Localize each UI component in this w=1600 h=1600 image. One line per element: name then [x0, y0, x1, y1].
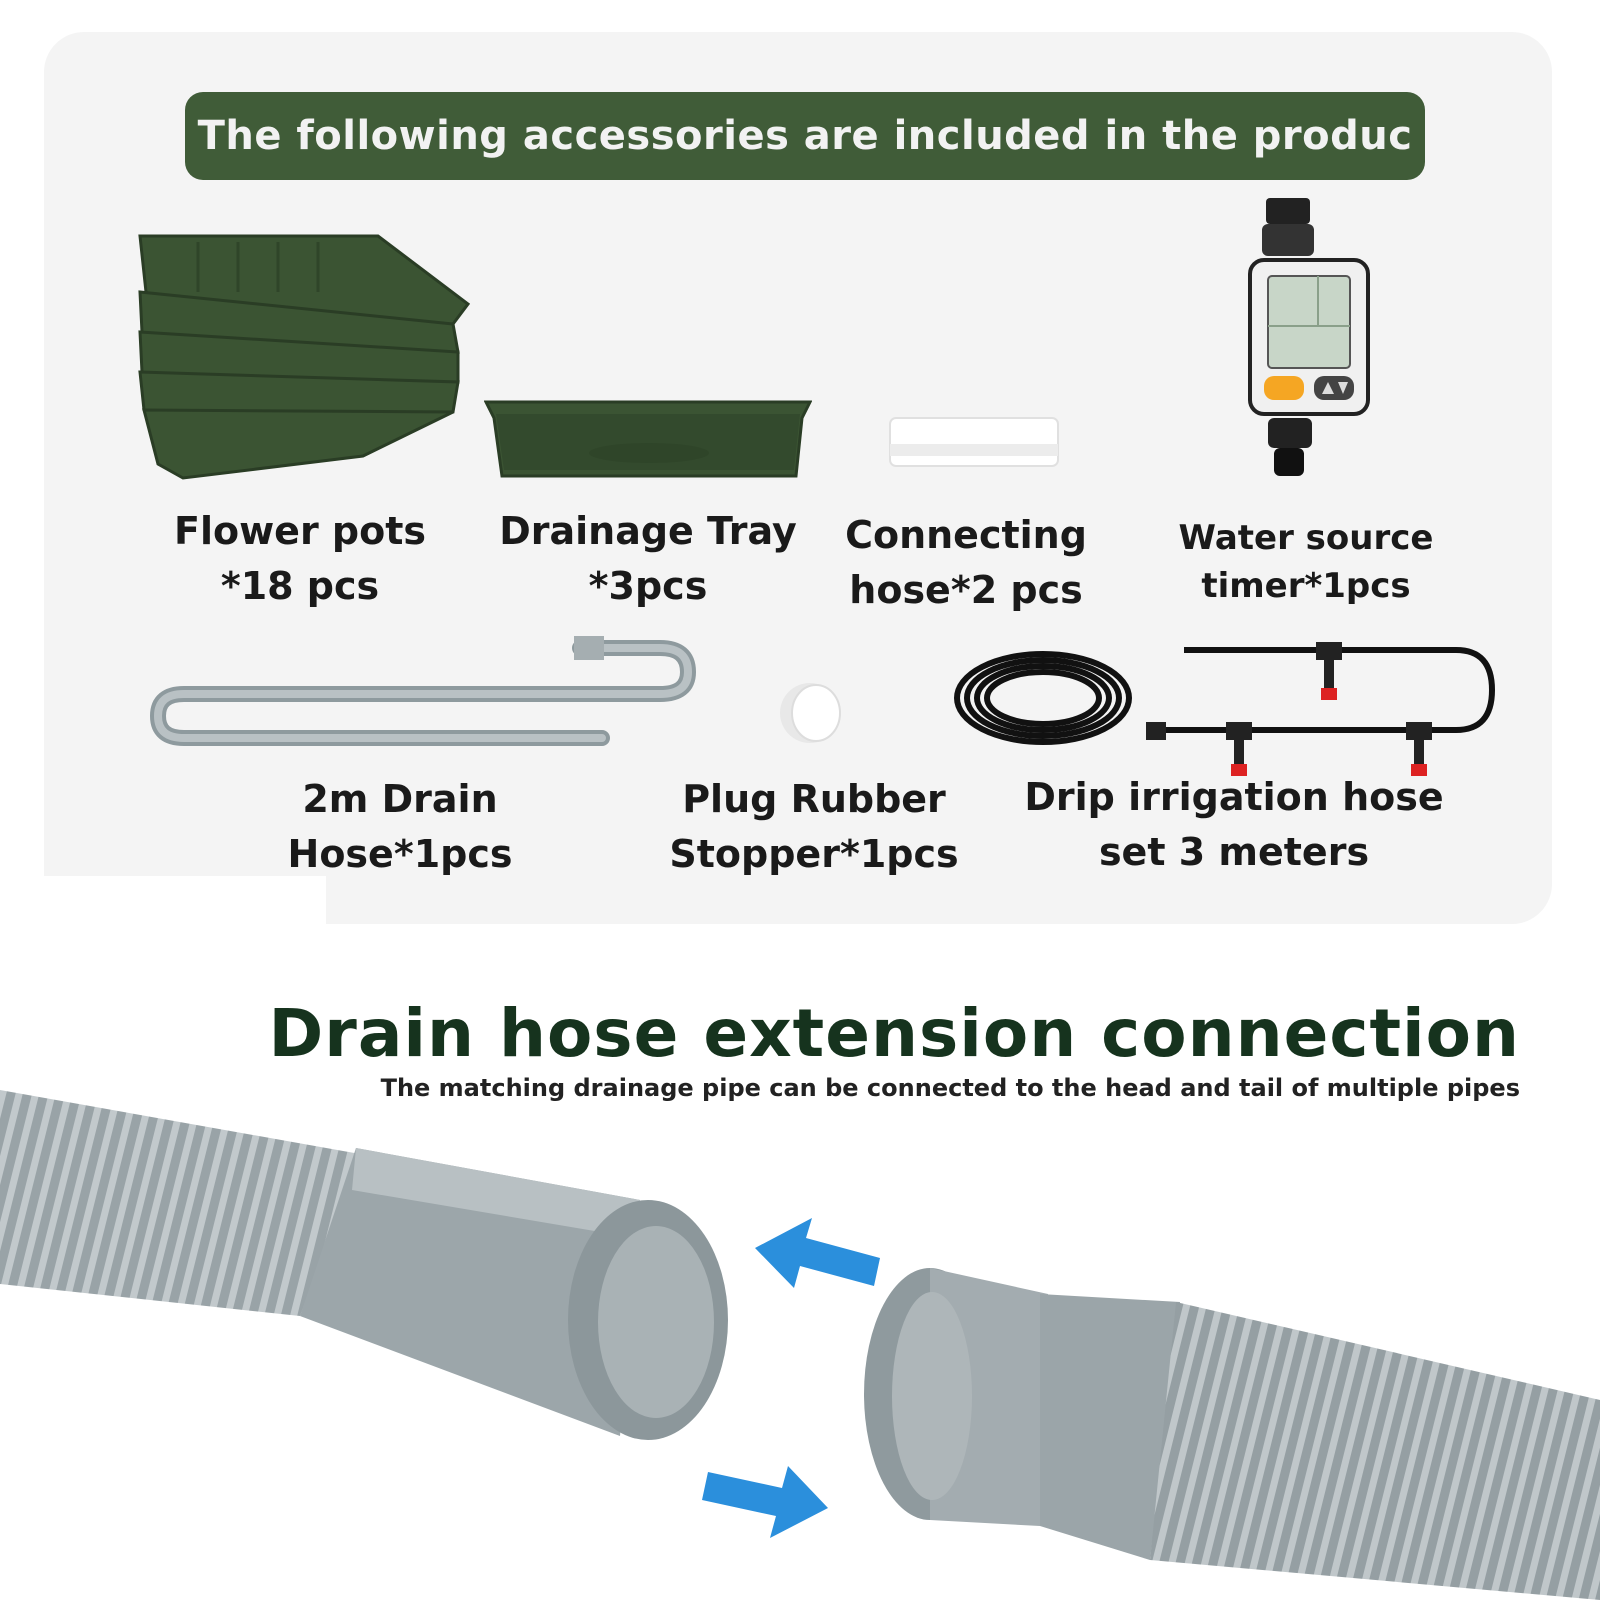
connecting-hose-icon [889, 417, 1059, 467]
item-drip-set-line2: set 3 meters [1098, 830, 1370, 874]
flower-pot-stack-icon [138, 234, 471, 480]
item-connecting-hose-line2: hose*2 pcs [849, 568, 1083, 612]
item-drain-hose-line2: Hose*1pcs [287, 832, 513, 876]
item-connecting-hose: Connecting hose*2 pcs [826, 508, 1106, 618]
item-drainage-tray-line1: Drainage Tray [499, 509, 797, 553]
item-water-timer-line1: Water source [1178, 518, 1434, 558]
pipe-connection-illustration [0, 1090, 1600, 1600]
accessories-banner: The following accessories are included i… [185, 92, 1425, 180]
rubber-plug-icon [780, 683, 841, 743]
item-drip-set-line1: Drip irrigation hose [1024, 775, 1444, 819]
item-connecting-hose-line1: Connecting [845, 513, 1087, 557]
item-water-timer-line2: timer*1pcs [1201, 566, 1411, 606]
item-drainage-tray-line2: *3pcs [588, 564, 708, 608]
item-flower-pots-line2: *18 pcs [220, 564, 380, 608]
item-flower-pots: Flower pots *18 pcs [140, 504, 460, 614]
item-rubber-plug: Plug Rubber Stopper*1pcs [648, 772, 980, 882]
item-rubber-plug-line2: Stopper*1pcs [669, 832, 959, 876]
item-water-timer: Water source timer*1pcs [1160, 514, 1452, 610]
panel-notch [44, 876, 326, 936]
right-pipe-sleeve [1040, 1294, 1180, 1560]
section-title: Drain hose extension connection [268, 995, 1520, 1072]
item-drain-hose: 2m Drain Hose*1pcs [250, 772, 550, 882]
item-rubber-plug-line1: Plug Rubber [682, 777, 946, 821]
item-flower-pots-line1: Flower pots [173, 509, 427, 553]
water-timer-icon [1248, 198, 1370, 476]
item-drainage-tray: Drainage Tray *3pcs [480, 504, 816, 614]
arrow-right-icon [702, 1466, 828, 1538]
section-subtitle: The matching drainage pipe can be connec… [380, 1074, 1520, 1102]
drain-hose-icon [150, 636, 696, 746]
drip-set-icon [1146, 642, 1496, 776]
left-corrugated-hose [0, 1090, 360, 1316]
accessories-panel [44, 32, 1552, 924]
hose-coil-icon [954, 651, 1132, 745]
arrow-left-icon [755, 1218, 880, 1288]
right-corrugated-hose [1150, 1302, 1600, 1600]
item-drain-hose-line1: 2m Drain [302, 777, 498, 821]
item-drip-set: Drip irrigation hose set 3 meters [1004, 770, 1464, 880]
drainage-tray-icon [484, 400, 812, 478]
